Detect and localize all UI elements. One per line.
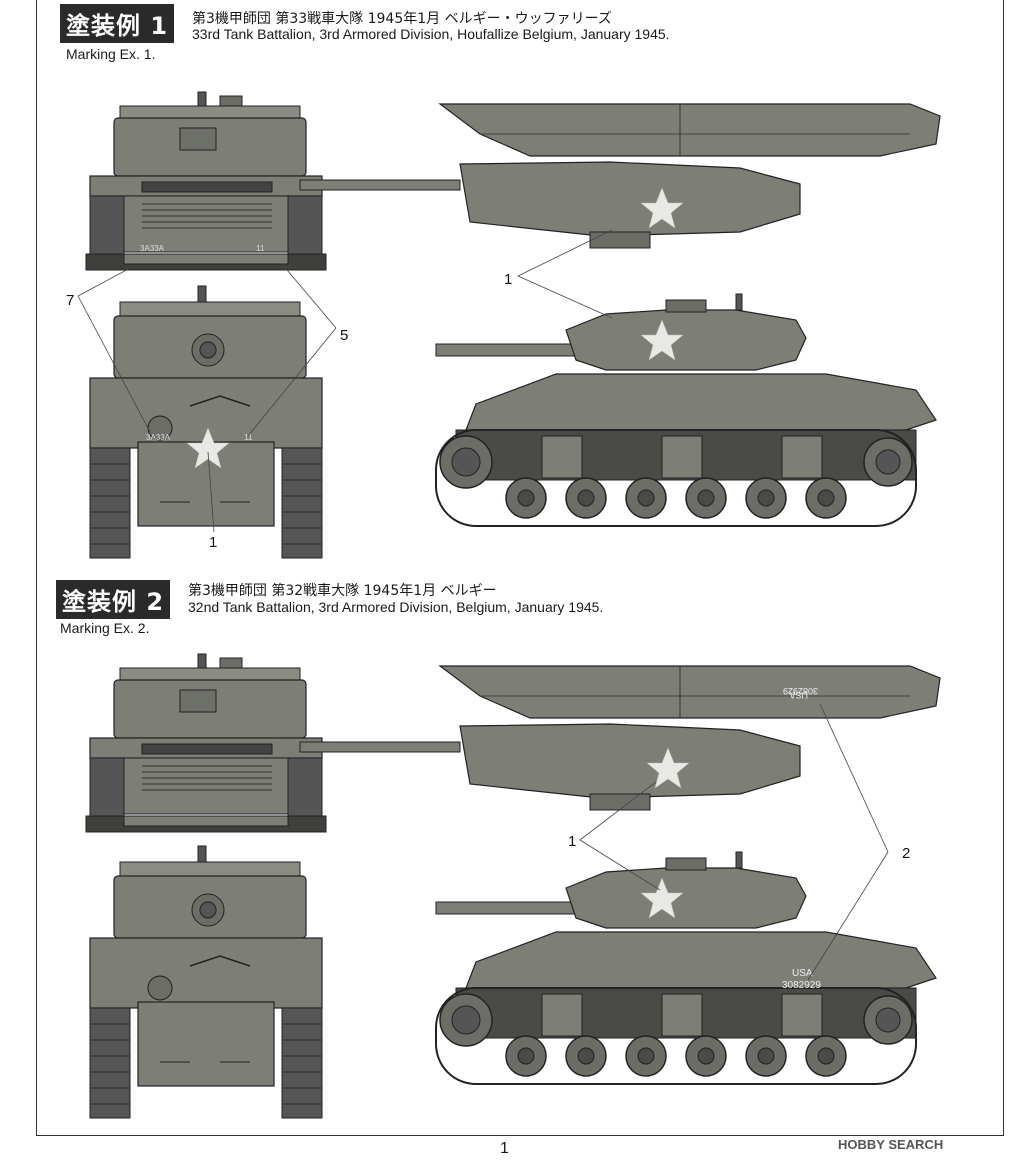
callout-5: 5 [340, 327, 348, 344]
callout-7: 7 [66, 292, 74, 309]
marking-label-1: Marking Ex. 1. [66, 46, 156, 62]
hull-mark-1d: 11 [244, 433, 253, 442]
marking-badge-2: 塗装例 2 [56, 580, 171, 619]
callout-1-ex2: 1 [568, 833, 576, 850]
side-serial-2: 3082929 [782, 980, 821, 991]
side-usa-2: USA [792, 968, 813, 979]
front-view-2 [85, 653, 327, 833]
callout-1-rear: 1 [209, 534, 217, 551]
callout-lines-1 [77, 229, 613, 533]
en-caption-1: 33rd Tank Battalion, 3rd Armored Divisio… [192, 26, 670, 42]
page-frame [36, 0, 1004, 1136]
marking-label-2: Marking Ex. 2. [60, 620, 150, 636]
callout-1-side: 1 [504, 271, 512, 288]
marking-badge-1: 塗装例 1 [60, 4, 175, 43]
en-caption-2: 32nd Tank Battalion, 3rd Armored Divisio… [188, 599, 604, 615]
callout-lines-2 [579, 703, 889, 981]
side-view-1 [435, 293, 937, 527]
side-view-2: USA 3082929 [435, 851, 937, 1085]
front-view-1: 3A33A 11 [85, 91, 327, 271]
hull-mark-1a: 3A33A [140, 244, 165, 253]
hull-mark-1c: 3A33A [146, 433, 171, 442]
jp-caption-1: 第3機甲師団 第33戦車大隊 1945年1月 ベルギー・ウッファリーズ [192, 11, 612, 27]
top-serial-2: 3082929 [783, 686, 818, 696]
top-view-2: 3082929 USA [299, 665, 941, 811]
watermark: HOBBY SEARCH [838, 1137, 944, 1152]
rear-view-1: 3A33A 11 [89, 285, 323, 559]
top-view-1 [299, 103, 941, 249]
callout-2-ex2: 2 [902, 845, 910, 862]
rear-view-2 [89, 845, 323, 1119]
top-usa-2: USA [789, 690, 808, 700]
hull-mark-1b: 11 [256, 244, 265, 253]
jp-caption-2: 第3機甲師団 第32戦車大隊 1945年1月 ベルギー [188, 583, 497, 599]
page-number: 1 [500, 1140, 509, 1157]
